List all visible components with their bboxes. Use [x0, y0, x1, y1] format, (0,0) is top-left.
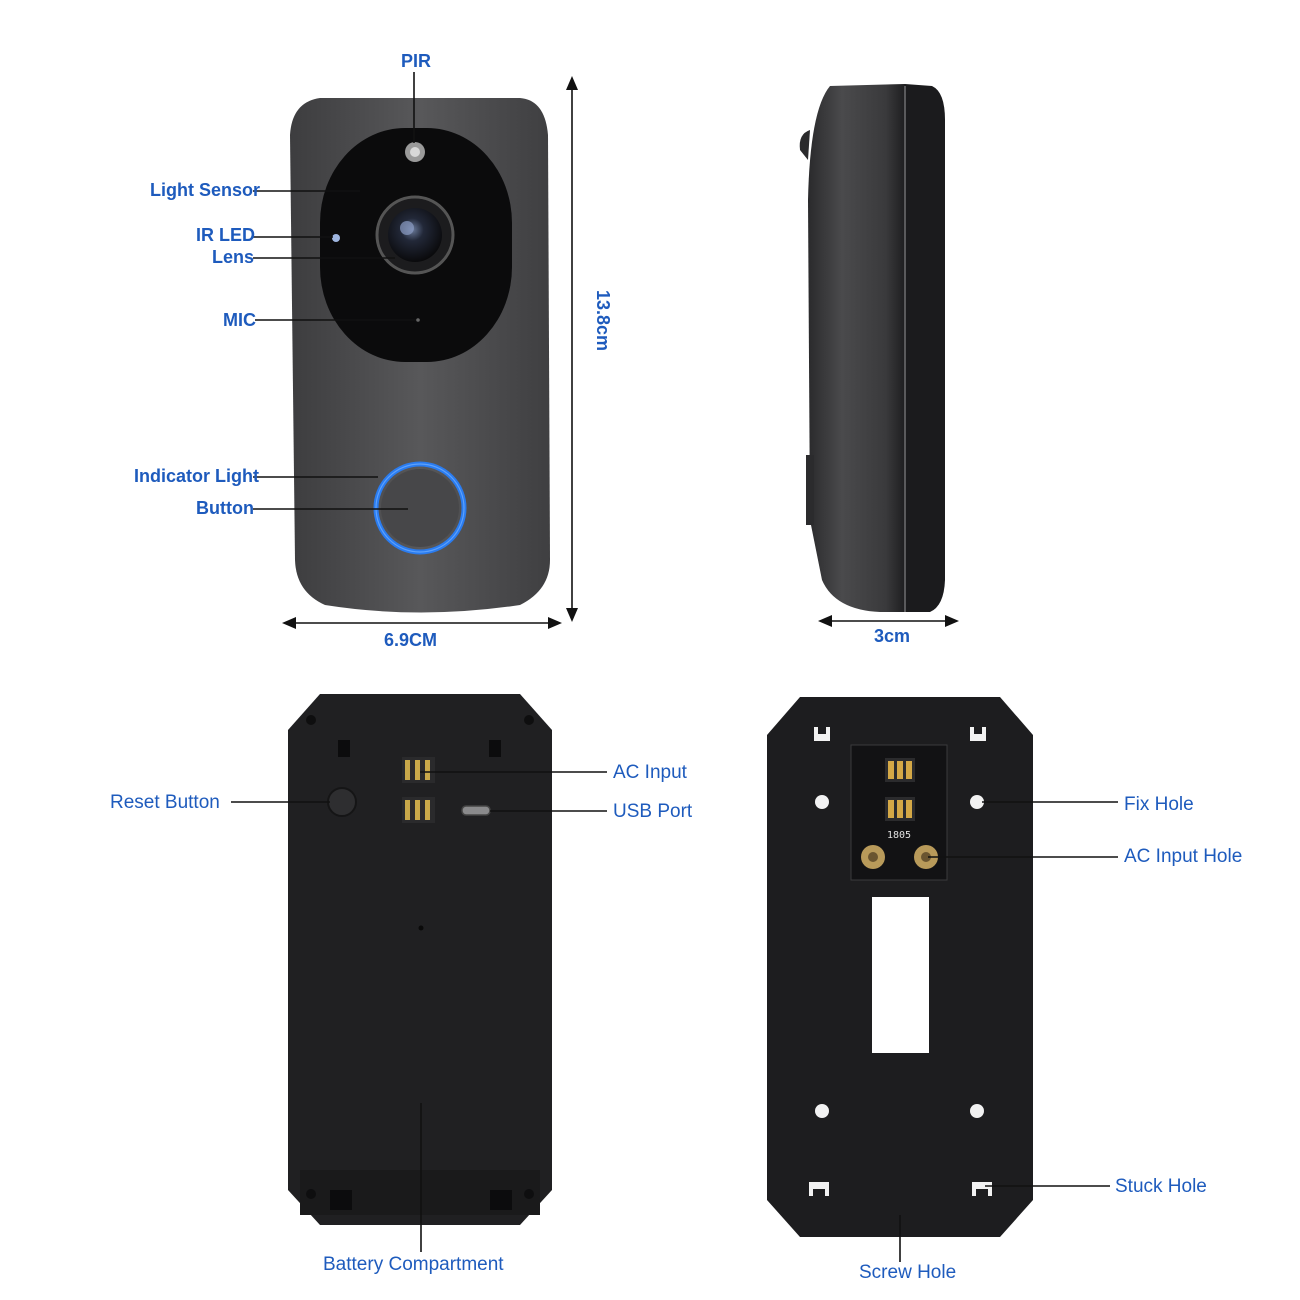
- ac-input-contacts: [402, 757, 435, 823]
- mic-label: MIC: [223, 310, 256, 330]
- screw-hole-label: Screw Hole: [859, 1262, 956, 1283]
- front-leader-lines: [253, 72, 416, 510]
- usb-port: [461, 805, 491, 816]
- indicator-light-label: Indicator Light: [134, 466, 259, 486]
- light-sensor-label: Light Sensor: [150, 180, 260, 200]
- bracket-view: 1805: [767, 697, 1033, 1237]
- mic-hole: [416, 318, 420, 322]
- bracket-leader-lines: [899, 801, 1118, 1262]
- side-view: [799, 84, 945, 612]
- back-view: [288, 694, 552, 1225]
- doorbell-button: [381, 469, 459, 547]
- width-label: 6.9CM: [384, 630, 437, 650]
- pcb-marking: 1805: [887, 830, 911, 841]
- battery-compartment-label: Battery Compartment: [323, 1254, 504, 1275]
- front-view: [290, 98, 550, 613]
- stuck-hole-label: Stuck Hole: [1115, 1176, 1207, 1197]
- depth-label: 3cm: [874, 626, 910, 646]
- bracket-opening: [872, 897, 929, 1053]
- side-body: [808, 84, 905, 612]
- back-leader-lines: [231, 771, 607, 1252]
- ac-input-hole-label: AC Input Hole: [1124, 846, 1242, 867]
- width-dimension: [282, 617, 562, 629]
- reset-button-label: Reset Button: [110, 792, 220, 813]
- button-label: Button: [196, 498, 254, 518]
- usb-port-label: USB Port: [613, 801, 693, 822]
- lens-label: Lens: [212, 247, 254, 267]
- height-label: 13.8cm: [593, 290, 613, 351]
- pir-label: PIR: [401, 51, 431, 71]
- ir-led-dot: [332, 234, 340, 242]
- depth-dimension: [818, 615, 959, 627]
- height-dimension: [566, 76, 578, 622]
- ac-input-label: AC Input: [613, 762, 688, 783]
- fix-hole: [815, 795, 829, 809]
- pcb: 1805: [850, 744, 948, 881]
- reset-button: [327, 787, 357, 817]
- back-body: [288, 694, 552, 1225]
- fix-hole-label: Fix Hole: [1124, 794, 1194, 815]
- ir-led-label: IR LED: [196, 225, 255, 245]
